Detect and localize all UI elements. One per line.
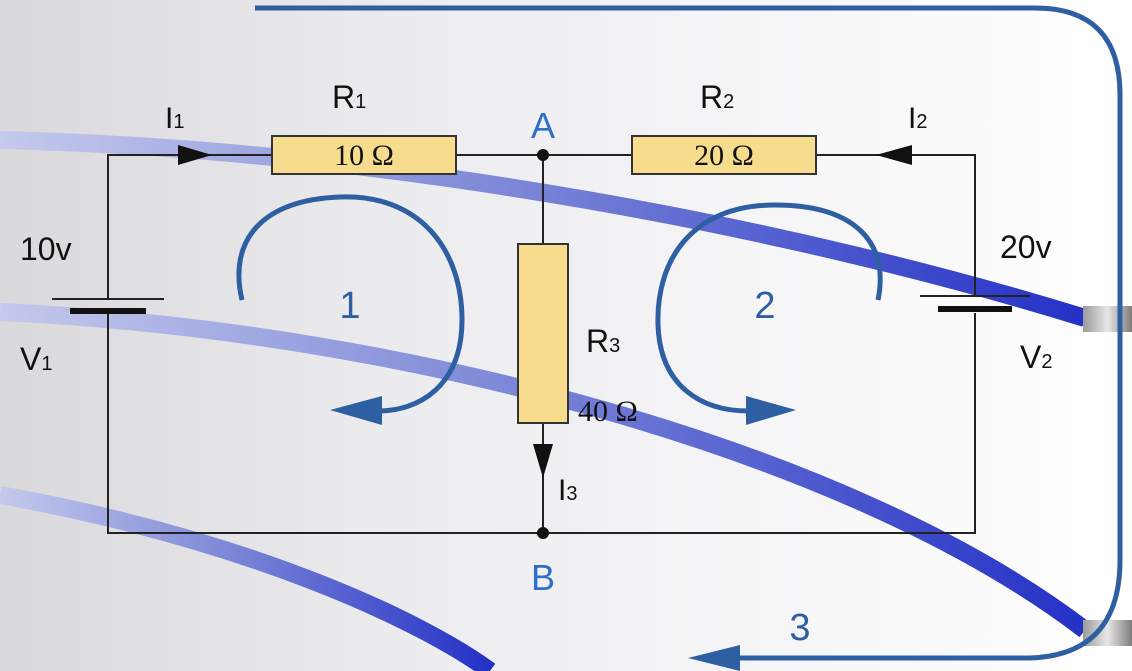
battery-v1-label: V1 bbox=[20, 341, 52, 377]
resistor-r3-label: R3 bbox=[586, 323, 620, 359]
resistor-r3-value: 40 Ω bbox=[578, 395, 638, 428]
battery-v2 bbox=[920, 295, 1030, 312]
current-arrow-i1 bbox=[178, 145, 212, 165]
resistor-r2 bbox=[631, 135, 817, 175]
current-i1-label: I1 bbox=[165, 102, 184, 135]
current-i3-label: I3 bbox=[558, 474, 577, 507]
node-a-dot bbox=[537, 149, 549, 161]
metal-tip-top bbox=[1083, 306, 1132, 332]
swoosh-bottom bbox=[0, 486, 496, 671]
resistor-r2-label: R2 bbox=[700, 79, 734, 115]
resistor-r3 bbox=[517, 243, 569, 424]
wire-right-top bbox=[816, 154, 976, 296]
resistor-r1-value: 10 Ω bbox=[334, 139, 394, 172]
resistor-r1-label: R1 bbox=[332, 79, 366, 115]
battery-v1 bbox=[52, 298, 164, 314]
loop-1-arrow bbox=[236, 194, 465, 425]
swoosh-top bbox=[0, 131, 1088, 327]
resistor-r2-value: 20 Ω bbox=[694, 139, 754, 172]
battery-v1-voltage: 10v bbox=[20, 231, 72, 267]
loop-3-label: 3 bbox=[789, 607, 810, 649]
resistor-r1 bbox=[271, 135, 457, 175]
swoosh-middle bbox=[0, 303, 1091, 638]
metal-tip-bottom bbox=[1083, 620, 1132, 646]
wire-left-top bbox=[107, 154, 272, 299]
current-i2-label: I2 bbox=[908, 102, 927, 135]
current-arrow-i3 bbox=[533, 444, 553, 478]
battery-v2-voltage: 20v bbox=[1000, 229, 1052, 265]
current-arrow-i2 bbox=[876, 145, 912, 165]
loop-3-arrow bbox=[255, 5, 1123, 671]
loop-1-label: 1 bbox=[339, 285, 360, 327]
loop-2-arrow bbox=[655, 202, 883, 425]
battery-v2-label: V2 bbox=[1020, 339, 1052, 375]
node-b-dot bbox=[537, 527, 549, 539]
decorative-swooshes bbox=[0, 131, 1132, 671]
node-b-label: B bbox=[531, 557, 555, 598]
node-a-label: A bbox=[531, 105, 555, 146]
loop-2-label: 2 bbox=[754, 285, 775, 327]
